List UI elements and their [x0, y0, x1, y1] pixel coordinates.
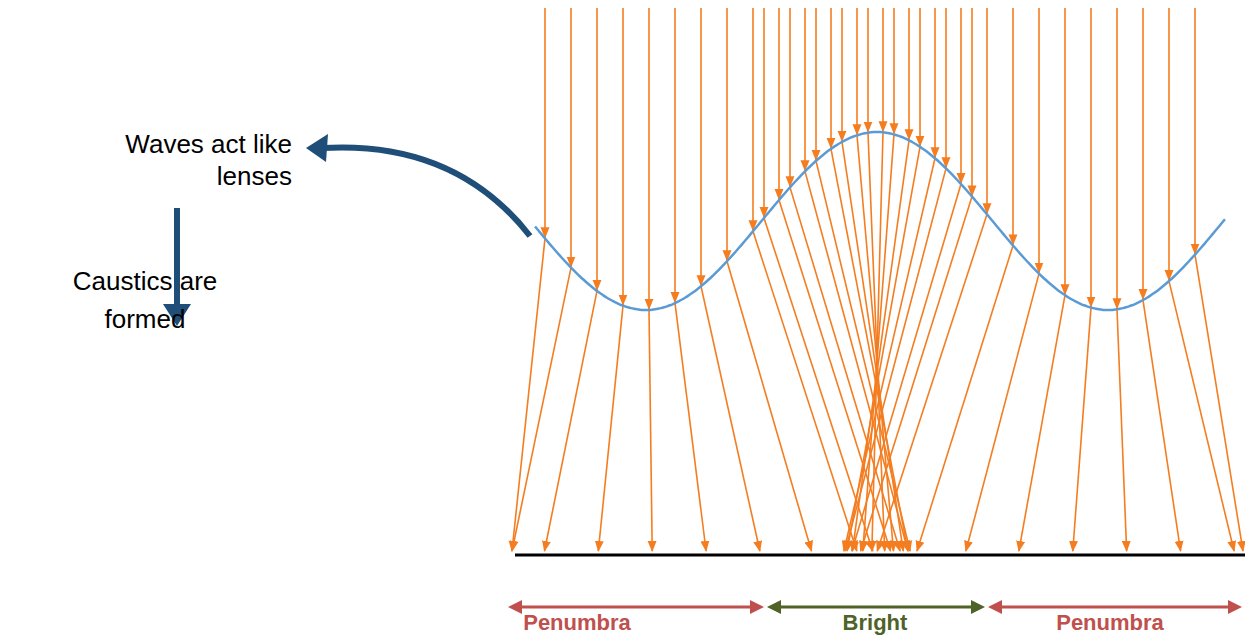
incoming-ray — [945, 8, 947, 167]
refracted-ray — [857, 135, 894, 551]
callout-text: Caustics are formed — [73, 266, 218, 334]
refracted-ray — [675, 303, 706, 551]
incoming-ray — [882, 8, 884, 131]
callout-text: Caustics are formed — [52, 262, 238, 338]
refracted-ray — [1019, 295, 1065, 551]
incoming-ray — [674, 8, 676, 302]
incoming-ray — [893, 8, 895, 133]
incoming-ray — [570, 8, 572, 267]
incoming-ray — [856, 8, 858, 134]
incoming-ray — [789, 8, 791, 186]
incoming-ray — [1142, 8, 1144, 299]
region-label: Penumbra — [1030, 608, 1190, 638]
incoming-ray — [1116, 8, 1118, 308]
refracted-ray — [544, 291, 597, 551]
refracted-ray — [863, 134, 894, 551]
light-rays — [512, 8, 1243, 551]
incoming-ray — [1090, 8, 1092, 307]
incoming-ray — [919, 8, 921, 146]
incoming-ray — [934, 8, 936, 157]
incoming-ray — [971, 8, 973, 196]
incoming-ray — [867, 8, 869, 132]
pointer-arrowhead — [306, 134, 328, 162]
refracted-ray — [842, 142, 903, 551]
refracted-ray — [598, 306, 623, 551]
incoming-ray — [804, 8, 806, 170]
refracted-ray — [512, 238, 545, 551]
incoming-ray — [648, 8, 650, 309]
incoming-ray — [1064, 8, 1066, 294]
region-label: Bright — [843, 610, 908, 635]
refracted-ray — [844, 158, 935, 551]
refracted-ray — [649, 310, 652, 551]
refracted-ray — [1073, 308, 1091, 551]
incoming-ray — [908, 8, 910, 139]
incoming-ray — [1168, 8, 1170, 280]
incoming-ray — [726, 8, 728, 260]
incoming-ray — [1038, 8, 1040, 273]
incoming-ray — [960, 8, 962, 183]
incoming-ray — [622, 8, 624, 305]
incoming-ray — [1194, 8, 1196, 254]
incoming-ray — [596, 8, 598, 290]
region-label: Penumbra — [497, 608, 657, 638]
incoming-ray — [752, 8, 754, 230]
refracted-ray — [701, 286, 760, 551]
incoming-ray — [830, 8, 832, 148]
callout-text: Waves act like lenses — [125, 129, 292, 191]
refracted-ray — [512, 268, 571, 551]
refracted-ray — [861, 197, 972, 551]
refracted-ray — [1143, 300, 1181, 551]
incoming-ray — [763, 8, 765, 217]
callout-text: Waves act like lenses — [96, 128, 292, 192]
refracted-ray — [1169, 281, 1234, 551]
incoming-ray — [815, 8, 817, 160]
refracted-ray — [1195, 255, 1243, 551]
pointer-arrow — [322, 147, 530, 236]
refracted-ray — [917, 245, 1013, 551]
region-label: Penumbra — [523, 610, 631, 635]
incoming-ray — [544, 8, 546, 237]
refracted-ray — [966, 274, 1039, 551]
incoming-ray — [986, 8, 988, 213]
refracted-ray — [790, 187, 900, 551]
refracted-ray — [852, 184, 961, 551]
incoming-ray — [700, 8, 702, 285]
wave-surface — [535, 132, 1225, 310]
ground-line — [515, 554, 1245, 557]
incoming-ray — [1012, 8, 1014, 244]
incoming-ray — [778, 8, 780, 199]
refracted-ray — [1117, 309, 1127, 551]
region-label: Penumbra — [1056, 610, 1164, 635]
region-label: Bright — [795, 608, 955, 638]
incoming-ray — [841, 8, 843, 141]
refracted-ray — [727, 261, 811, 551]
